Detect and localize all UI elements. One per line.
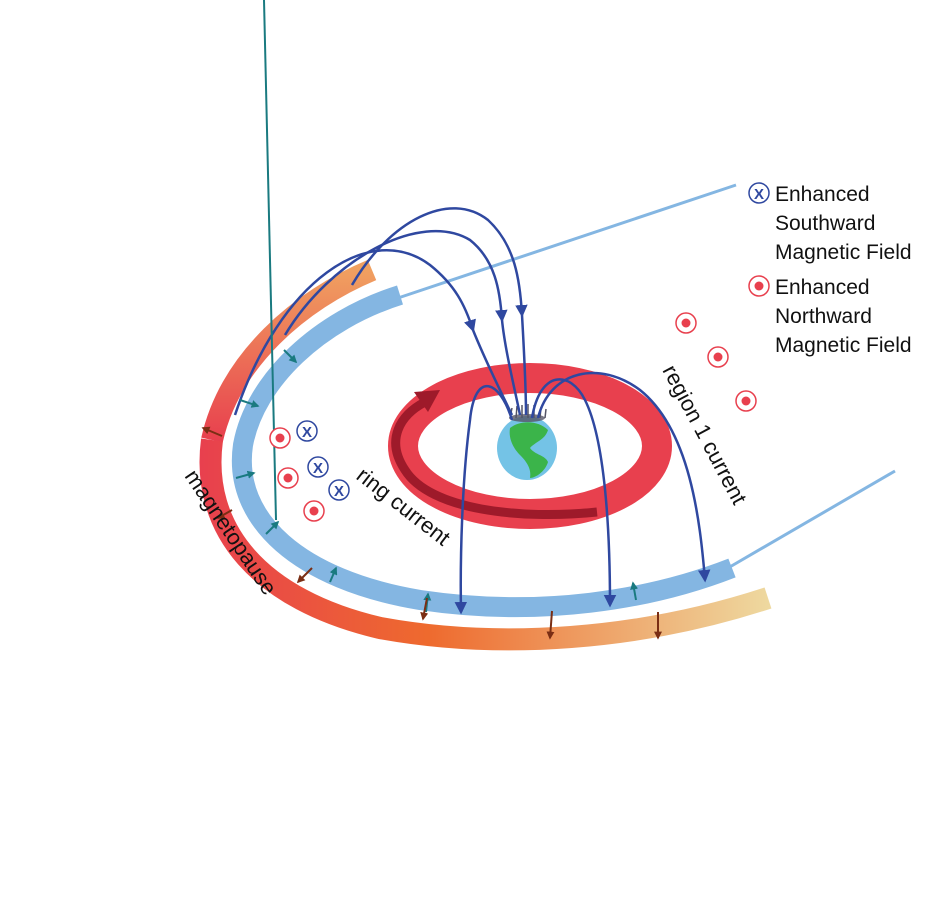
dot-in-circle-icon <box>277 467 299 489</box>
svg-text:Enhanced: Enhanced <box>775 276 870 299</box>
svg-text:X: X <box>754 186 764 203</box>
magnetotail-line-upper <box>397 183 737 300</box>
dot-in-circle-icon <box>707 346 729 368</box>
svg-text:Enhanced: Enhanced <box>775 183 870 206</box>
x-in-circle-icon: X <box>307 456 329 478</box>
dot-in-circle-icon <box>675 312 697 334</box>
dot-in-circle-icon <box>269 427 291 449</box>
svg-text:Northward: Northward <box>775 305 872 328</box>
field-line <box>520 314 528 416</box>
svg-text:Magnetic Field: Magnetic Field <box>775 334 912 357</box>
svg-text:Southward: Southward <box>775 212 875 235</box>
dot-in-circle-icon <box>735 390 757 412</box>
field-line <box>536 371 711 583</box>
field-line <box>530 378 617 608</box>
southward-field-symbols: X X X <box>296 420 350 501</box>
field-line <box>350 207 528 318</box>
legend-item-southward: X Enhanced Southward Magnetic Field <box>748 182 912 264</box>
field-line <box>454 384 514 615</box>
x-in-circle-icon: X <box>328 479 350 501</box>
field-line <box>283 229 508 336</box>
svg-text:X: X <box>313 460 323 477</box>
magnetotail-line-lower <box>727 469 896 570</box>
region1-current-label: region 1 current <box>658 361 752 509</box>
magnetopause-arrows <box>201 426 662 640</box>
svg-text:X: X <box>334 483 344 500</box>
svg-text:X: X <box>302 424 312 441</box>
northward-field-symbols <box>269 312 757 522</box>
ring-current-arrowhead <box>414 390 440 412</box>
ring-current-arrow <box>391 398 598 520</box>
svg-text:Magnetic Field: Magnetic Field <box>775 241 912 264</box>
magnetopause-band <box>199 438 772 651</box>
legend: X Enhanced Southward Magnetic Field Enha… <box>748 182 912 357</box>
dot-in-circle-icon <box>303 500 325 522</box>
field-line <box>500 319 522 416</box>
legend-item-northward: Enhanced Northward Magnetic Field <box>748 275 912 357</box>
x-in-circle-icon: X <box>296 420 318 442</box>
dot-in-circle-icon <box>748 275 770 297</box>
x-in-circle-icon: X <box>748 182 770 204</box>
earth-icon <box>497 404 557 480</box>
